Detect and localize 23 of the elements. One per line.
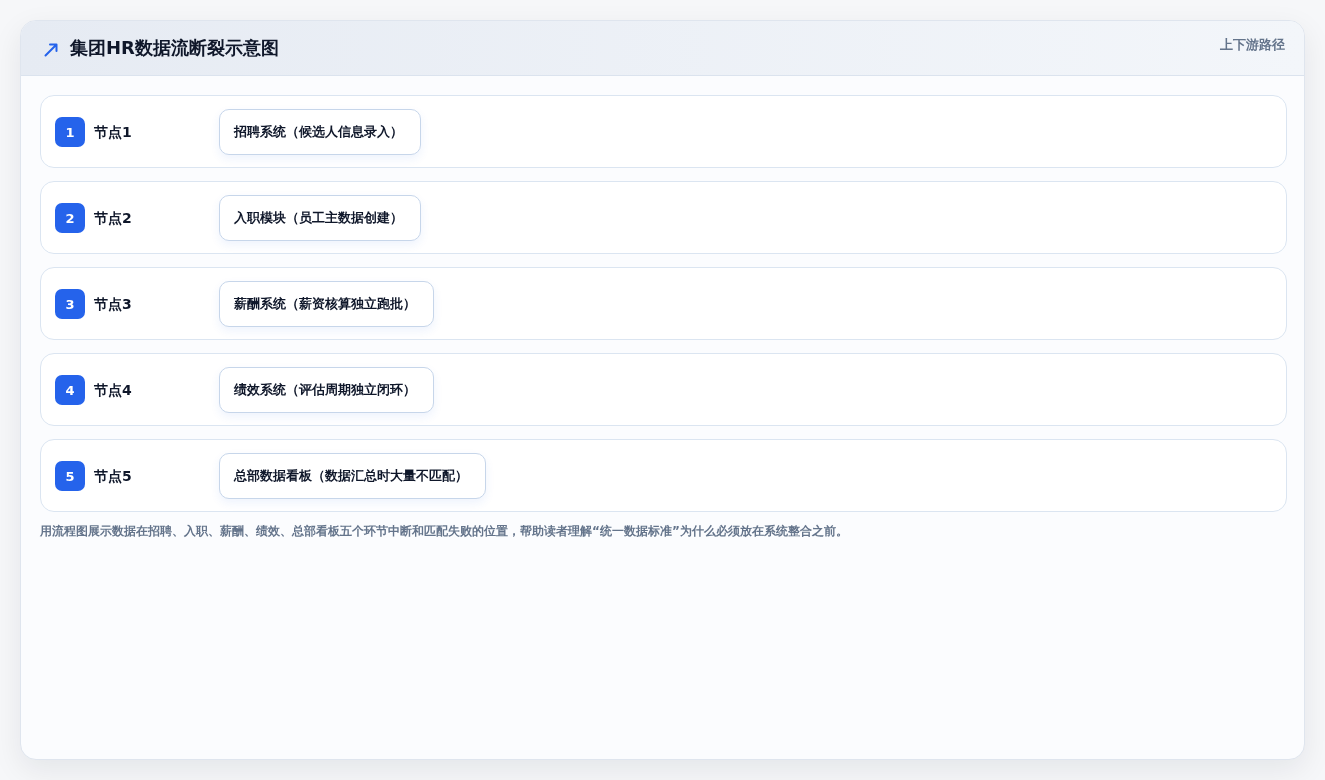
system-box: 入职模块（员工主数据创建）	[219, 195, 421, 241]
row-band	[40, 353, 1287, 426]
number-badge: 2	[55, 203, 85, 233]
system-box: 绩效系统（评估周期独立闭环）	[219, 367, 434, 413]
header-label: 上下游路径	[1220, 36, 1285, 54]
system-box: 招聘系统（候选人信息录入）	[219, 109, 421, 155]
system-box: 薪酬系统（薪资核算独立跑批）	[219, 281, 434, 327]
system-box: 总部数据看板（数据汇总时大量不匹配）	[219, 453, 486, 499]
row-label: 节点1	[94, 123, 132, 141]
row-band	[40, 439, 1287, 512]
row-band	[40, 267, 1287, 340]
number-badge: 1	[55, 117, 85, 147]
number-badge: 3	[55, 289, 85, 319]
caption: 用流程图展示数据在招聘、入职、薪酬、绩效、总部看板五个环节中断和匹配失败的位置，帮助读者理解“统一数据标准”为什么必须放在系统整合之前。	[40, 523, 848, 539]
title: 集团HR数据流断裂示意图	[70, 37, 279, 59]
number-badge: 5	[55, 461, 85, 491]
row-label: 节点2	[94, 209, 132, 227]
row-label: 节点3	[94, 295, 132, 313]
row-band	[40, 181, 1287, 254]
row-band	[40, 95, 1287, 168]
number-badge: 4	[55, 375, 85, 405]
row-label: 节点5	[94, 467, 132, 485]
row-label: 节点4	[94, 381, 132, 399]
